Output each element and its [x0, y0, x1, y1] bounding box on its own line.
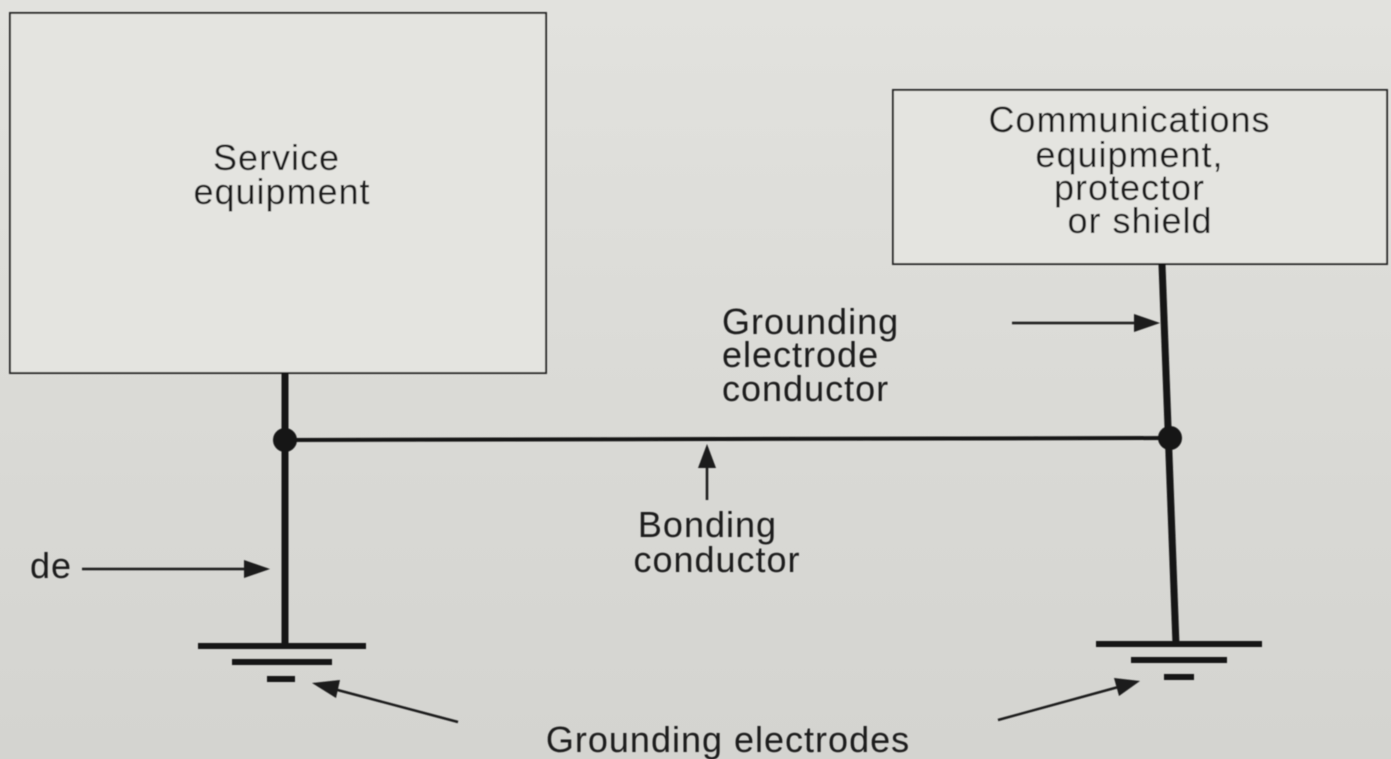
left-electrode-arrow	[82, 560, 270, 578]
left-electrode-cutoff-label: de	[30, 545, 72, 586]
service-equipment-line-2: equipment	[193, 171, 370, 212]
right-grounding-conductor	[1158, 263, 1180, 646]
communications-equipment-label: Communications equipment, protector or s…	[988, 99, 1281, 241]
bonding-conductor-line	[284, 436, 1171, 442]
bonding-conductor-label: Bonding conductor	[633, 504, 800, 580]
right-junction-dot	[1158, 426, 1182, 450]
communications-equipment-box	[892, 89, 1388, 265]
communications-line-3: protector	[1054, 167, 1205, 208]
bonding-line-2: conductor	[633, 539, 800, 580]
grounding-electrodes-right-arrow	[997, 678, 1140, 722]
communications-line-2: equipment,	[1035, 134, 1223, 175]
gec-line-3: conductor	[722, 368, 889, 409]
bonding-line-1: Bonding	[638, 504, 777, 545]
service-equipment-line-1: Service	[213, 137, 340, 178]
grounding-electrodes-left-arrow	[312, 680, 459, 724]
right-ground-symbol	[1096, 641, 1262, 680]
communications-line-4: or shield	[1067, 200, 1212, 241]
gec-line-2: electrode	[722, 334, 879, 375]
left-junction-dot	[273, 428, 297, 452]
bonding-arrow	[698, 444, 716, 500]
gec-arrow	[1012, 314, 1160, 332]
service-equipment-label: Service equipment	[193, 137, 370, 212]
service-equipment-box	[9, 12, 547, 374]
grounding-electrodes-label: Grounding electrodes	[546, 719, 910, 759]
gec-line-1: Grounding	[722, 301, 899, 342]
grounding-electrode-conductor-label: Grounding electrode conductor	[722, 301, 910, 409]
left-ground-symbol	[198, 643, 366, 682]
